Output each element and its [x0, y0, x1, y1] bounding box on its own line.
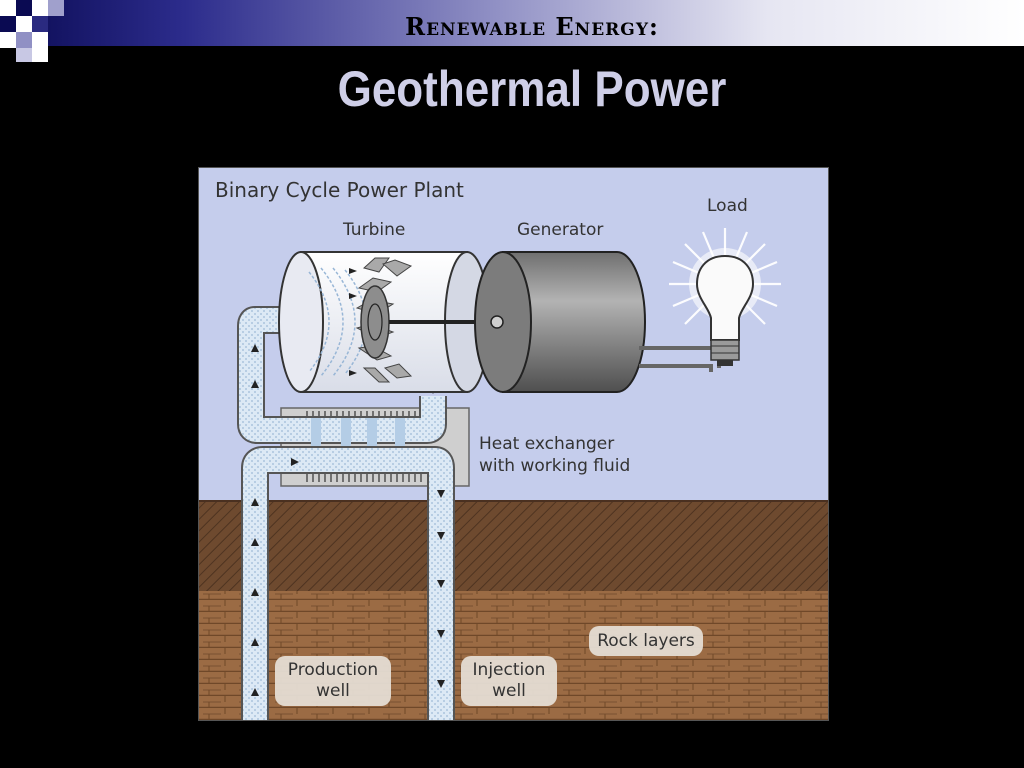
injection-well-text-line1: Injection [472, 660, 546, 680]
generator-label: Generator [517, 220, 604, 240]
header-band [0, 0, 1024, 46]
diagram-artwork [199, 168, 828, 720]
production-well-text-line1: Production [287, 660, 379, 680]
rock-layers-text: Rock layers [597, 631, 695, 651]
rock-layers-label: Rock layers [589, 626, 703, 656]
production-well-text-line2: well [316, 681, 350, 701]
generator [474, 251, 721, 393]
section-heading: Renewable Energy: [405, 12, 659, 41]
injection-well-label: Injection well [461, 656, 557, 706]
heat-exchanger-label-line2: with working fluid [479, 456, 631, 476]
logo-squares [0, 0, 64, 62]
topsoil-layer [199, 501, 828, 591]
turbine-label: Turbine [343, 220, 406, 240]
production-well-label: Production well [275, 656, 391, 706]
diagram-title: Binary Cycle Power Plant [215, 178, 464, 202]
binary-cycle-diagram: Binary Cycle Power Plant Turbine Generat… [198, 167, 829, 721]
injection-well-text-line2: well [492, 681, 526, 701]
exchanger-tubes [311, 418, 405, 470]
slide-title: Geothermal Power [337, 61, 727, 117]
heat-exchanger-label-line1: Heat exchanger [479, 434, 615, 454]
light-bulb-icon [669, 228, 781, 366]
load-label: Load [707, 196, 748, 216]
turbine [278, 251, 495, 393]
